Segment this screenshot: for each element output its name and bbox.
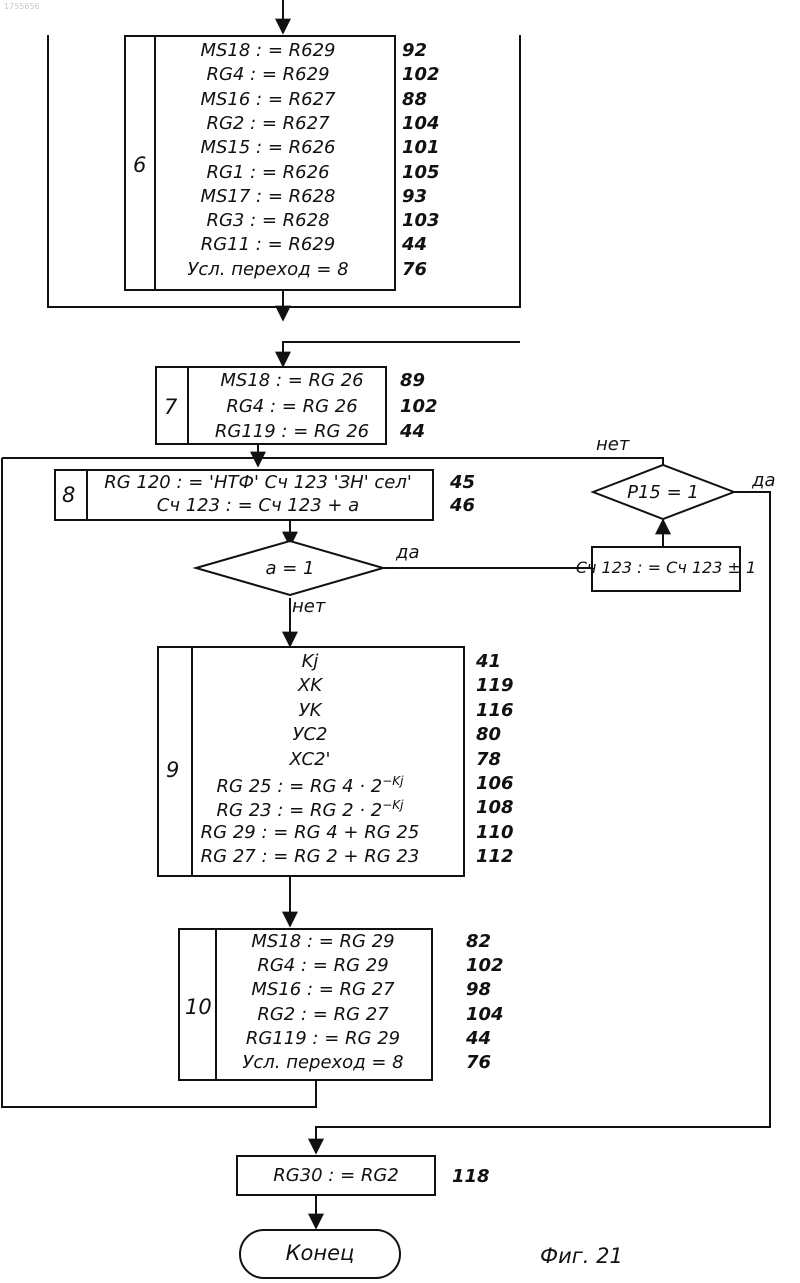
block-10-statement: MS18 : = RG 29 [251, 933, 394, 951]
block-6-statement: RG11 : = R629 [201, 236, 336, 254]
block-8-number: 8 [62, 485, 75, 506]
block-8-statement: RG 120 : = 'НТФ' Сч 123 'ЗН' сел' [104, 474, 412, 492]
block-9-ref: 110 [476, 824, 514, 842]
block-6-ref: 88 [402, 91, 427, 109]
block-6-ref: 93 [402, 188, 427, 206]
block-9-divider [191, 648, 193, 875]
block-6-ref: 105 [402, 164, 440, 182]
block-6-ref: 103 [402, 212, 440, 230]
block-9-statement: RG 25 : = RG 4 · 2−Kj [217, 775, 404, 796]
block-6-statement: MS18 : = R629 [200, 42, 335, 60]
block-9-ref: 112 [476, 848, 514, 866]
block-7-statement: RG119 : = RG 26 [215, 423, 369, 441]
block-7-ref: 44 [400, 423, 425, 441]
decision-p15-no-label: нет [596, 436, 629, 454]
block-9-statement: RG 23 : = RG 2 · 2−Kj [217, 799, 404, 820]
result-ref: 118 [452, 1168, 490, 1186]
block-6-statement: MS16 : = R627 [200, 91, 335, 109]
block-10-statement: Усл. переход = 8 [242, 1054, 403, 1072]
decision-p15-yes-label: да [752, 472, 775, 490]
block-10-ref: 102 [466, 957, 504, 975]
block-10-ref: 104 [466, 1006, 504, 1024]
decision-a-yes-label: да [396, 544, 419, 562]
block-6-ref: 102 [402, 66, 440, 84]
block-9-statement: RG 29 : = RG 4 + RG 25 [201, 824, 420, 842]
block-10-statement: RG119 : = RG 29 [246, 1030, 400, 1048]
block-9-ref: 106 [476, 775, 514, 793]
block-10-ref: 44 [466, 1030, 491, 1048]
block-6-ref: 92 [402, 42, 427, 60]
decision-a-condition: a = 1 [265, 560, 314, 578]
decision-p15-condition: P15 = 1 [627, 484, 699, 502]
block-9-ref: 80 [476, 726, 501, 744]
block-7-number: 7 [164, 397, 177, 418]
block-6-ref: 101 [402, 139, 440, 157]
decision-a-no-label: нет [292, 598, 325, 616]
block-9-statement: XK [298, 677, 322, 695]
block-9-statement: УC2 [293, 726, 328, 744]
block-9-exponent: −Kj [382, 774, 403, 788]
block-10-ref: 76 [466, 1054, 491, 1072]
block-10-statement: MS16 : = RG 27 [251, 981, 394, 999]
block-9-statement: XC2' [290, 751, 331, 769]
block-9-number: 9 [166, 760, 179, 781]
block-8-statement: Сч 123 : = Сч 123 + a [157, 497, 359, 515]
block-9-exponent: −Kj [382, 798, 403, 812]
block-9-statement: Kj [302, 653, 319, 671]
block-9-ref: 119 [476, 677, 514, 695]
block-10-statement: RG2 : = RG 27 [257, 1006, 388, 1024]
block-10-ref: 82 [466, 933, 491, 951]
block-6-ref: 76 [402, 261, 427, 279]
block-7-statement: MS18 : = RG 26 [220, 372, 363, 390]
block-6-ref: 104 [402, 115, 440, 133]
block-7-ref: 102 [400, 398, 438, 416]
block-10-ref: 98 [466, 981, 491, 999]
counter-statement: Сч 123 : = Сч 123 ± 1 [576, 560, 756, 576]
block-6-statement: RG4 : = R629 [206, 66, 329, 84]
block-6-statement: MS17 : = R628 [200, 188, 335, 206]
block-9-statement: RG 27 : = RG 2 + RG 23 [201, 848, 420, 866]
block-6-number: 6 [133, 155, 146, 176]
block-9-ref: 41 [476, 653, 501, 671]
result-statement: RG30 : = RG2 [273, 1167, 399, 1185]
block-10-number: 10 [185, 997, 212, 1018]
end-label: Конец [286, 1243, 355, 1264]
block-6-ref: 44 [402, 236, 427, 254]
block-8-ref: 45 [450, 474, 475, 492]
block-9-ref: 108 [476, 799, 514, 817]
watermark: 1755656 [4, 2, 40, 11]
block-6-divider [154, 37, 156, 289]
block-9-ref: 78 [476, 751, 501, 769]
block-7-ref: 89 [400, 372, 425, 390]
figure-caption: Фиг. 21 [540, 1246, 623, 1267]
block-6-statement: MS15 : = R626 [200, 139, 335, 157]
block-10-statement: RG4 : = RG 29 [257, 957, 388, 975]
block-10-divider [215, 930, 217, 1079]
block-6-statement: RG3 : = R628 [206, 212, 329, 230]
block-8-divider [86, 471, 88, 519]
block-9-ref: 116 [476, 702, 514, 720]
block-7-statement: RG4 : = RG 26 [226, 398, 357, 416]
block-7-divider [187, 368, 189, 443]
block-8-ref: 46 [450, 497, 475, 515]
block-6-statement: RG2 : = R627 [206, 115, 329, 133]
block-9-statement: УK [299, 702, 322, 720]
block-6-statement: Усл. переход = 8 [187, 261, 348, 279]
block-6-statement: RG1 : = R626 [206, 164, 329, 182]
